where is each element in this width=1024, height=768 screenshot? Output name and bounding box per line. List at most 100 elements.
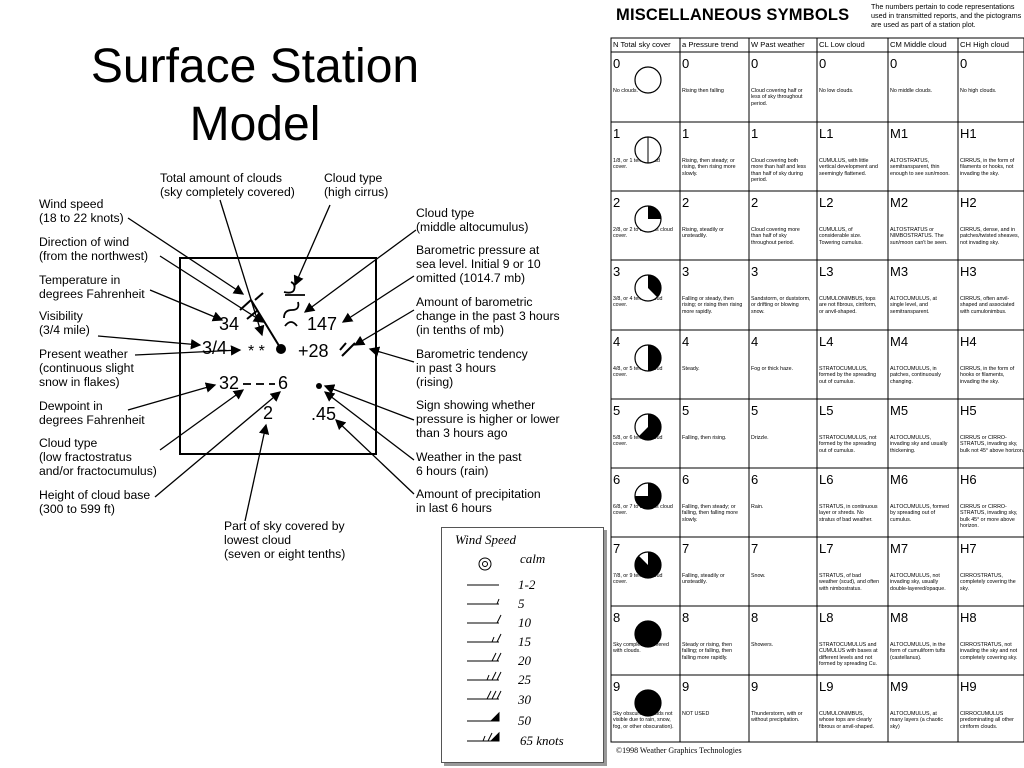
label-past-weather: Weather in the past 6 hours (rain): [416, 450, 522, 478]
symbol-description: No low clouds.: [819, 88, 854, 94]
symbol-code: L7: [819, 541, 834, 556]
column-header: CH High cloud: [960, 40, 1009, 49]
column-header: a Pressure trend: [682, 40, 739, 49]
symbol-description: 6/8, or 7 to 8 tenths cloud cover.: [613, 504, 673, 517]
symbol-code: 0: [751, 56, 759, 71]
middle-cloud-symbol: [283, 301, 300, 327]
symbol-code: 4: [613, 334, 621, 349]
symbol-code: H8: [960, 610, 977, 625]
symbol-code: H5: [960, 403, 977, 418]
symbol-description: CUMULUS, of considerable size. Towering …: [819, 227, 863, 246]
symbol-description: Falling or steady, then rising; or risin…: [682, 296, 743, 315]
symbol-description: Sandstorm, or duststorm, or drifting or …: [751, 296, 811, 315]
symbol-code: L1: [819, 126, 834, 141]
symbol-code: L3: [819, 264, 834, 279]
symbol-description: 5/8, or 6 tenths cloud cover.: [613, 435, 663, 448]
symbol-code: 5: [682, 403, 690, 418]
symbol-code: M6: [890, 472, 909, 487]
symbol-code: 0: [613, 56, 621, 71]
symbol-description: Rising then falling: [682, 88, 724, 94]
symbol-description: Showers.: [751, 642, 774, 648]
symbol-description: Fog or thick haze.: [751, 366, 794, 372]
symbol-description: 3/8, or 4 tenths cloud cover.: [613, 296, 663, 309]
symbol-code: 3: [613, 264, 621, 279]
wind-key-5: 5: [518, 596, 525, 611]
symbol-code: 7: [751, 541, 759, 556]
symbol-code: 9: [751, 679, 759, 694]
wind-speed-key: [441, 527, 604, 763]
symbol-code: 2: [751, 195, 759, 210]
symbol-description: 4/8, or 5 tenths cloud cover.: [613, 366, 663, 379]
symbol-code: 2: [613, 195, 621, 210]
symbol-description: 2/8, or 2 to 3 tenths cloud cover.: [613, 227, 673, 240]
symbol-description: Cloud covering both more than half and l…: [751, 158, 807, 184]
symbol-description: Rain.: [751, 504, 764, 510]
wind-key-50: 50: [518, 713, 531, 728]
symbol-description: Thunderstorm, with or without precipitat…: [751, 711, 803, 724]
symbol-description: ALTOSTRATUS, semitransparent, thin enoug…: [890, 158, 950, 177]
symbol-description: CIRRUS or CIRRO- STRATUS, invading sky, …: [960, 435, 1024, 454]
symbol-code: 0: [890, 56, 898, 71]
label-sign: Sign showing whether pressure is higher …: [416, 398, 560, 440]
symbol-code: H9: [960, 679, 977, 694]
symbol-description: CIRRUS, dense, and in patches/twisted sh…: [960, 227, 1020, 246]
symbol-code: 4: [682, 334, 690, 349]
symbol-description: Snow.: [751, 573, 766, 579]
visibility-value: 3/4: [202, 338, 228, 358]
slide-title: Surface Station Model: [90, 40, 420, 151]
symbol-code: M4: [890, 334, 909, 349]
wind-key-1-2: 1-2: [518, 577, 536, 592]
symbol-code: 1: [613, 126, 621, 141]
symbol-code: 8: [751, 610, 759, 625]
symbol-code: L5: [819, 403, 834, 418]
symbol-code: H1: [960, 126, 977, 141]
symbol-code: M7: [890, 541, 909, 556]
label-cloud-middle: Cloud type (middle altocumulus): [416, 206, 529, 234]
symbol-description: CUMULONIMBUS, tops are not fibrous, cirr…: [819, 296, 877, 315]
column-header: W Past weather: [751, 40, 805, 49]
symbol-code: 5: [751, 403, 759, 418]
station-model-diagram: * *: [97, 199, 417, 522]
symbol-description: Drizzle.: [751, 435, 769, 441]
label-wind-direction: Direction of wind (from the northwest): [39, 235, 149, 263]
symbol-code: 7: [613, 541, 621, 556]
symbol-description: ALTOCUMULUS, in patches, continuously ch…: [890, 366, 941, 385]
wind-key-10: 10: [518, 615, 531, 630]
label-temperature: Temperature in degrees Fahrenheit: [39, 273, 145, 301]
symbol-description: CUMULUS, with little vertical developmen…: [819, 158, 878, 177]
label-wind-speed: Wind speed (18 to 22 knots): [39, 197, 124, 225]
symbol-code: H4: [960, 334, 977, 349]
symbol-code: M1: [890, 126, 909, 141]
symbol-description: Cloud covering half or less of sky throu…: [751, 88, 803, 107]
symbol-code: H3: [960, 264, 977, 279]
symbol-description: Steady.: [682, 366, 700, 372]
wind-key-65: 65 knots: [520, 733, 564, 748]
symbol-code: 0: [682, 56, 690, 71]
wind-key-15: 15: [518, 634, 531, 649]
symbol-code: 8: [682, 610, 690, 625]
symbol-description: STRATOCUMULUS, not formed by the spreadi…: [819, 435, 877, 454]
symbol-code: M2: [890, 195, 909, 210]
symbol-description: Sky completely covered with clouds.: [613, 642, 669, 655]
symbol-code: 0: [819, 56, 827, 71]
symbol-code: 0: [960, 56, 968, 71]
symbol-code: H2: [960, 195, 977, 210]
symbol-code: L4: [819, 334, 834, 349]
symbol-code: 5: [613, 403, 621, 418]
label-visibility: Visibility (3/4 mile): [39, 309, 90, 337]
misc-grid: [610, 37, 1024, 743]
symbol-description: No high clouds.: [960, 88, 997, 94]
symbol-description: CUMULONIMBUS, whose tops are clearly fib…: [819, 711, 875, 730]
symbol-description: CIRROSTRATUS, not invading the sky and n…: [960, 642, 1018, 661]
label-cloud-base: Height of cloud base (300 to 599 ft): [39, 488, 151, 516]
label-tendency: Barometric tendency in past 3 hours (ris…: [416, 347, 528, 389]
symbol-description: Rising, then steady; or rising, then ris…: [682, 158, 736, 177]
wind-key-20: 20: [518, 653, 531, 668]
symbol-description: CIRROSTRATUS, completely covering the sk…: [960, 573, 1016, 592]
temperature-value: 34: [219, 314, 240, 334]
symbol-code: L6: [819, 472, 834, 487]
wind-shaft: [250, 299, 282, 350]
symbol-description: ALTOCUMULUS, formed by spreading out of …: [890, 504, 949, 523]
label-cloud-low: Cloud type (low fractostratus and/or fra…: [39, 436, 157, 478]
misc-symbols-panel: [607, 0, 1024, 768]
